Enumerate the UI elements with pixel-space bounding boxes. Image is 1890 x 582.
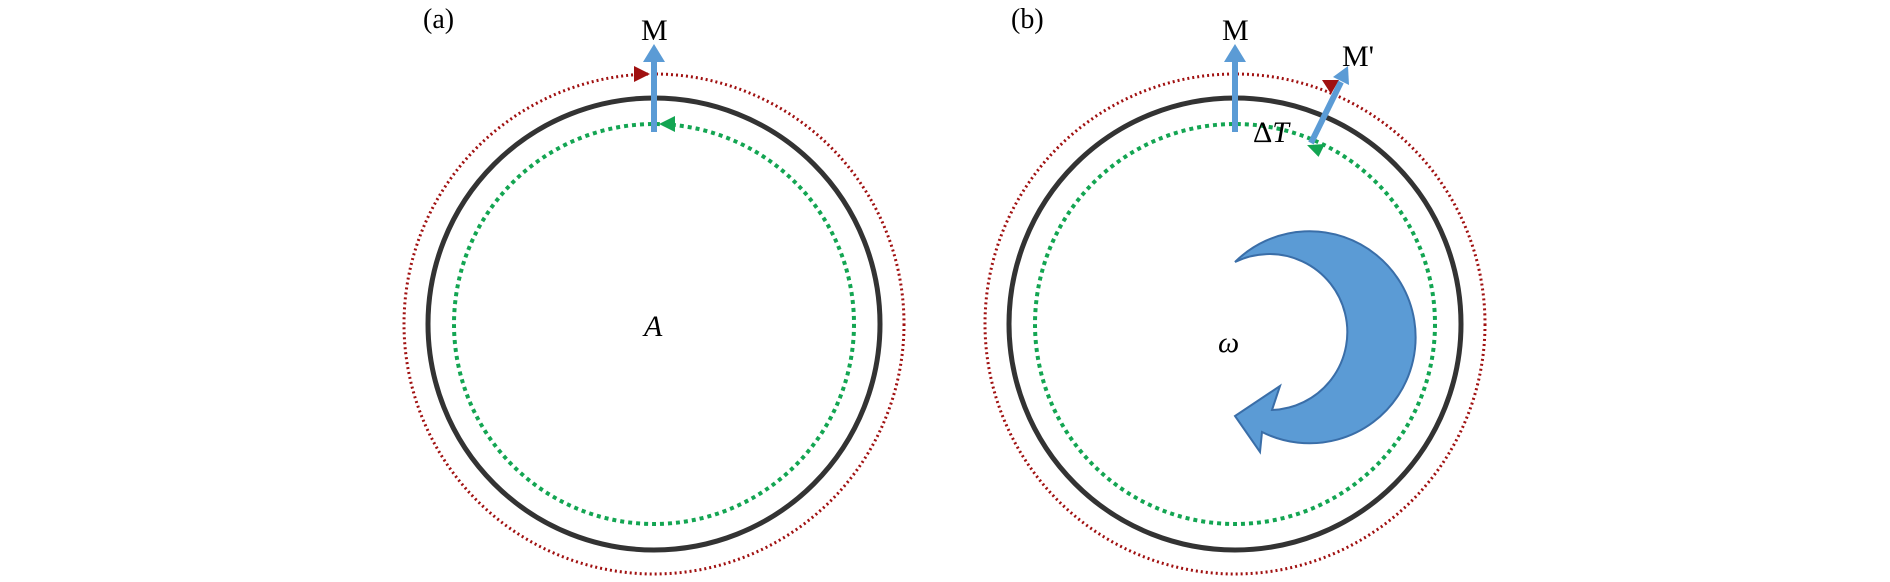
panel-a-inner-path — [452, 122, 856, 526]
panel-b-delay-label: ΔT — [1253, 116, 1291, 149]
panel-b-delay-prefix: Δ — [1253, 116, 1272, 149]
panel-a-outer-path — [402, 72, 906, 576]
panel-b-vector-m-head — [1224, 44, 1246, 62]
panel-b-vector-m-label: M — [1222, 14, 1249, 47]
panel-a-vector-m-head — [643, 44, 665, 62]
panel-a-vector-m-label: M — [641, 14, 668, 47]
panel-b-delay-var: T — [1272, 116, 1291, 149]
panel-b-inner-direction-arrow — [1307, 144, 1325, 157]
panel-a: (a) M A — [402, 4, 906, 576]
panel-b-outer-direction-arrow — [1322, 80, 1339, 94]
panel-a-center-label: A — [642, 310, 663, 343]
panel-b-inner-path — [1033, 122, 1437, 526]
panel-b: (b) M M' ΔT ω — [983, 4, 1487, 576]
panel-b-vector-m-prime-label: M' — [1342, 40, 1374, 73]
panel-a-outer-direction-arrow — [634, 66, 650, 82]
panel-a-inner-direction-arrow — [659, 116, 675, 132]
panel-b-rotation-label: ω — [1218, 326, 1239, 359]
panel-b-vector-m-prime-head — [1333, 66, 1349, 85]
panel-b-outer-path — [983, 72, 1487, 576]
panel-b-vector-m-prime — [1308, 80, 1344, 145]
panel-a-label: (a) — [423, 4, 454, 35]
panel-b-rotation-arrow — [1233, 230, 1417, 455]
panel-b-label: (b) — [1011, 4, 1044, 35]
